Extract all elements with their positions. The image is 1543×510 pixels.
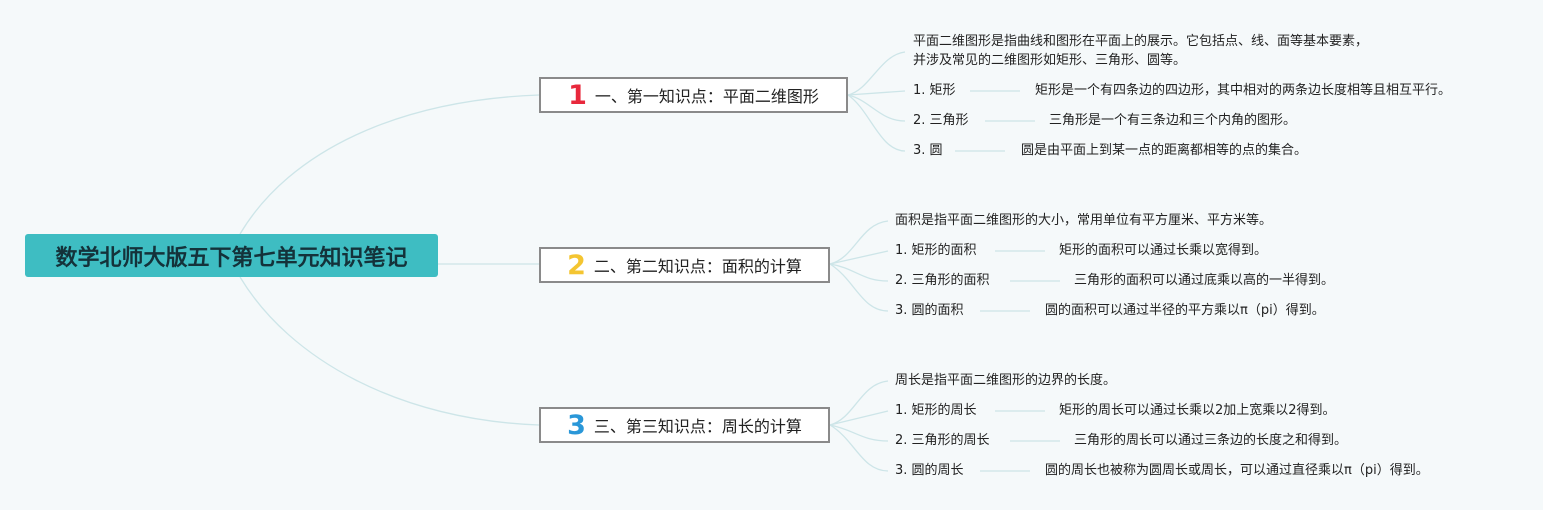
branch-number-2: 2 [567, 249, 586, 281]
branch-1-intro-line-1: 平面二维图形是指曲线和图形在平面上的展示。它包括点、线、面等基本要素， [913, 34, 1369, 49]
connector-b1-item3 [847, 94, 906, 152]
connector-b1-intro [847, 51, 906, 96]
branch-1-item-1-title: 1. 矩形 [913, 83, 956, 98]
branch-2-item-2-detail: 三角形的面积可以通过底乘以高的一半得到。 [1074, 273, 1335, 288]
branch-label-2: 二、第二知识点：面积的计算 [593, 257, 802, 276]
branch-2-item-1-title: 1. 矩形的面积 [895, 243, 977, 258]
branch-3-item-2-detail: 三角形的周长可以通过三条边的长度之和得到。 [1074, 433, 1348, 448]
branch-3-item-1-detail: 矩形的周长可以通过长乘以2加上宽乘以2得到。 [1059, 403, 1336, 418]
branch-3-item-3-detail: 圆的周长也被称为圆周长或周长，可以通过直径乘以π（pi）得到。 [1045, 463, 1429, 478]
branch-3-item-2-title: 2. 三角形的周长 [895, 433, 990, 448]
branch-3-intro: 周长是指平面二维图形的边界的长度。 [895, 373, 1117, 388]
connector-b2-intro [829, 220, 889, 265]
branch-node-1[interactable]: 1 一、第一知识点：平面二维图形 [539, 77, 848, 113]
connector-b2-item3 [829, 263, 889, 312]
connector-b3-item1 [829, 410, 889, 426]
connector-b1-item1 [847, 90, 906, 96]
branch-1-item-2-detail: 三角形是一个有三条边和三个内角的图形。 [1049, 113, 1297, 128]
branch-label-3: 三、第三知识点：周长的计算 [593, 417, 802, 436]
branch-1-item-1-detail: 矩形是一个有四条边的四边形，其中相对的两条边长度相等且相互平行。 [1035, 83, 1452, 98]
branch-2-item-3-detail: 圆的面积可以通过半径的平方乘以π（pi）得到。 [1045, 303, 1325, 318]
root-title: 数学北师大版五下第七单元知识笔记 [55, 245, 408, 271]
connector-b2-item2 [829, 263, 889, 282]
branch-number-3: 3 [567, 409, 586, 441]
root-node[interactable]: 数学北师大版五下第七单元知识笔记 [25, 234, 438, 277]
branch-1-intro-line-2: 并涉及常见的二维图形如矩形、三角形、圆等。 [913, 53, 1187, 68]
branch-2-item-1-detail: 矩形的面积可以通过长乘以宽得到。 [1059, 243, 1268, 258]
branch-node-3[interactable]: 3 三、第三知识点：周长的计算 [539, 407, 830, 443]
connector-root-branch-1 [239, 94, 540, 235]
branch-2-item-2-title: 2. 三角形的面积 [895, 273, 990, 288]
branch-2-intro: 面积是指平面二维图形的大小，常用单位有平方厘米、平方米等。 [895, 213, 1273, 228]
connector-b3-item2 [829, 424, 889, 442]
branch-node-2[interactable]: 2 二、第二知识点：面积的计算 [539, 247, 830, 283]
connector-root-branch-3 [239, 276, 540, 426]
connector-b2-item1 [829, 250, 889, 265]
connector-b3-intro [829, 380, 889, 426]
branch-1-item-2-title: 2. 三角形 [913, 113, 969, 128]
branch-3-item-1-title: 1. 矩形的周长 [895, 403, 977, 418]
connector-b3-item3 [829, 424, 889, 472]
branch-label-1: 一、第一知识点：平面二维图形 [594, 87, 819, 106]
branch-1-item-3-title: 3. 圆 [913, 143, 943, 158]
connector-b1-item2 [847, 94, 906, 122]
branch-number-1: 1 [568, 79, 587, 111]
branch-3-item-3-title: 3. 圆的周长 [895, 463, 964, 478]
branch-2-item-3-title: 3. 圆的面积 [895, 303, 964, 318]
branch-1-item-3-detail: 圆是由平面上到某一点的距离都相等的点的集合。 [1021, 143, 1308, 158]
